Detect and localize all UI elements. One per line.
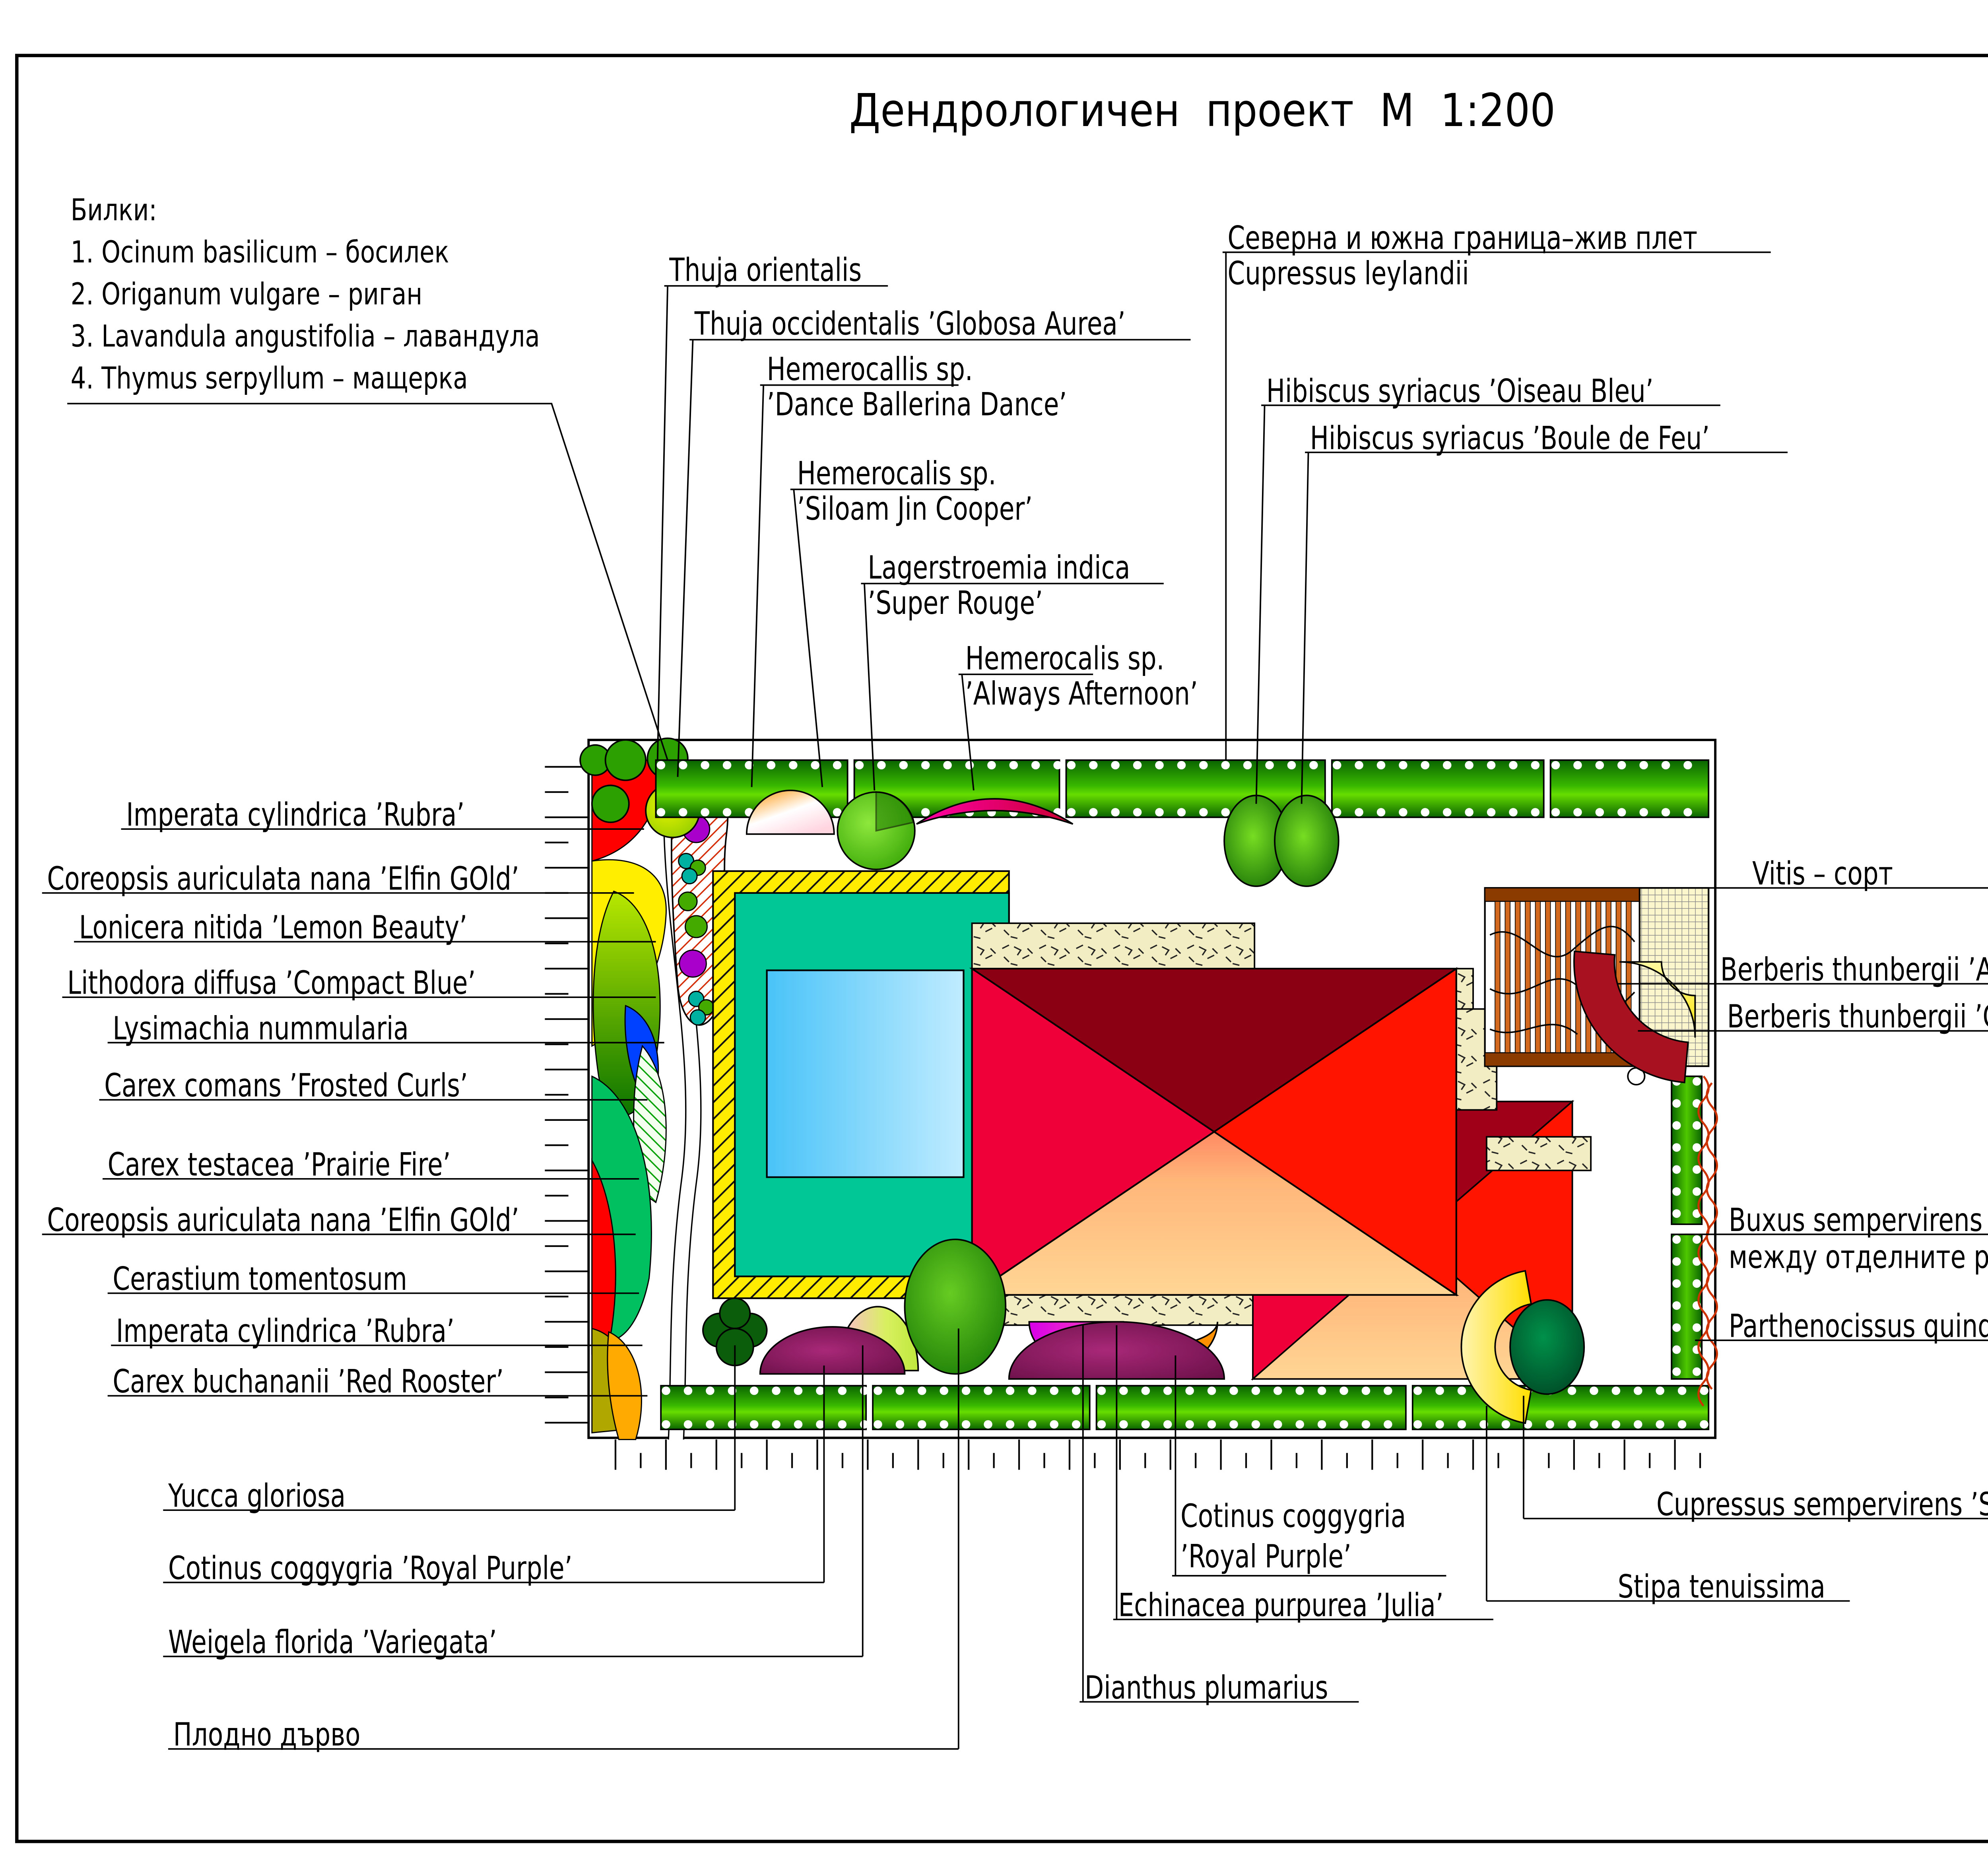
label-dianthus: Dianthus plumarius — [1085, 1670, 1328, 1707]
label-coreopsis-top: Coreopsis auriculata nana ’Elfin GOld’ — [47, 861, 519, 898]
label-border-hedge-1: Северна и южна граница–жив плет — [1227, 220, 1698, 258]
label-cupressus-stricta: Cupressus sempervirens ’Stricta’ — [1656, 1486, 1988, 1524]
herbs-item-4: 4. Thymus serpyllum – мащерка — [70, 361, 468, 397]
label-hemerocalis-siloam-1: Hemerocalis sp. — [797, 456, 996, 493]
label-cotinus-left: Cotinus coggygria ’Royal Purple’ — [168, 1550, 573, 1588]
plot-border — [587, 739, 1717, 1439]
leader-hibiscus-boule — [1301, 451, 1788, 804]
fruit-tree-shape — [904, 1239, 1007, 1375]
label-hemerocalis-siloam-2: ’Siloam Jin Cooper’ — [797, 491, 1033, 528]
leader-yucca — [163, 1345, 736, 1511]
house-roof — [969, 967, 1459, 1297]
herbs-item-2: 2. Origanum vulgare – риган — [70, 277, 423, 313]
herbs-item-3: 3. Lavandula angustifolia – лавандула — [70, 319, 540, 355]
sheet-border — [15, 54, 1988, 1843]
label-berberis-golden: Berberis thunbergii ’Golden Ring’ — [1727, 999, 1988, 1036]
leader-cupressus-stricta — [1523, 1396, 1988, 1520]
cupressus-stricta-shape — [1509, 1299, 1585, 1395]
top-ornamental-plants — [746, 789, 1340, 887]
label-fruit-tree: Плодно дърво — [173, 1717, 361, 1754]
label-stipa: Stipa tenuissima — [1617, 1569, 1825, 1606]
leader-stipa — [1485, 1406, 1850, 1602]
label-carex-buchananii: Carex buchananii ’Red Rooster’ — [113, 1364, 504, 1401]
swimming-pool — [766, 969, 965, 1178]
leader-cotinus-center — [1172, 1355, 1446, 1577]
hemerocallis-bed — [746, 789, 835, 835]
page-title: Дендрологичен проект М 1:200 — [849, 85, 1556, 138]
label-lysimachia: Lysimachia nummularia — [113, 1010, 409, 1048]
leader-hemerocallis-dance — [751, 384, 959, 787]
berberis-bands — [1573, 950, 1696, 1083]
leader-fruit-tree — [168, 1328, 959, 1750]
label-thuja-orientalis: Thuja orientalis — [669, 252, 862, 289]
label-carex-testacea: Carex testacea ’Prairie Fire’ — [107, 1147, 451, 1184]
label-thuja-occidentalis: Thuja occidentalis ’Globosa Aurea’ — [694, 306, 1126, 343]
hedge-bottom — [660, 1385, 1713, 1430]
leader-hemerocalis-always — [958, 674, 1093, 791]
leader-thuja-occidentalis — [677, 339, 1191, 777]
label-cerastium: Cerastium tomentosum — [113, 1261, 407, 1299]
label-buxus-1: Buxus sempervirens + допълване — [1728, 1202, 1988, 1240]
yucca-shape — [702, 1297, 768, 1367]
label-lonicera: Lonicera nitida ’Lemon Beauty’ — [79, 910, 468, 947]
herbs-heading: Билки: — [70, 193, 157, 229]
label-yucca: Yucca gloriosa — [168, 1478, 346, 1515]
label-carex-comans: Carex comans ’Frosted Curls’ — [104, 1068, 468, 1105]
stipa-cupressus — [1460, 1270, 1585, 1424]
label-imperata-top: Imperata cylindrica ’Rubra’ — [126, 797, 465, 834]
cotinus-left-shape — [759, 1326, 906, 1375]
label-hemerocallis-dance-2: ’Dance Ballerina Dance’ — [767, 386, 1067, 424]
label-hemerocalis-always-1: Hemerocalis sp. — [965, 641, 1165, 678]
label-hemerocallis-dance-1: Hemerocallis sp. — [767, 351, 973, 389]
leader-hibiscus-oiseau — [1255, 404, 1720, 804]
label-weigela: Weigela florida ’Variegata’ — [168, 1624, 497, 1662]
leader-echinacea — [1113, 1325, 1493, 1620]
label-hibiscus-oiseau: Hibiscus syriacus ’Oiseau Bleu’ — [1266, 373, 1654, 410]
label-cotinus-center-2: ’Royal Purple’ — [1180, 1538, 1351, 1576]
flower-bed-left — [591, 759, 667, 1440]
berberis-golden-ring-shape — [1573, 950, 1689, 1083]
label-lagerstroemia-1: Lagerstroemia indica — [868, 550, 1130, 587]
stipa-shape — [1460, 1270, 1532, 1424]
label-vitis: Vitis – сорт — [1752, 856, 1893, 893]
leader-herbs — [67, 403, 668, 761]
label-coreopsis-bottom: Coreopsis auriculata nana ’Elfin GOld’ — [47, 1202, 519, 1240]
hibiscus-boule-de-feu — [1274, 794, 1340, 887]
leader-border-hedge — [1222, 251, 1771, 760]
label-imperata-bottom: Imperata cylindrica ’Rubra’ — [116, 1313, 455, 1351]
leader-cotinus-left — [163, 1365, 825, 1583]
leader-lagerstroemia — [861, 582, 1164, 790]
label-berberis-aurea: Berberis thunbergii ’Aurea’ — [1720, 951, 1988, 989]
hemerocalis-crescent — [916, 798, 1074, 825]
leader-lines — [42, 251, 1988, 1750]
leader-thuja-orientalis — [656, 285, 888, 760]
leader-hemerocalis-siloam — [790, 488, 979, 787]
terrace — [712, 870, 1010, 1299]
herbs-item-1: 1. Ocinum basilicum – босилек — [70, 235, 449, 271]
label-lithodora: Lithodora diffusa ’Compact Blue’ — [67, 965, 476, 1002]
label-hemerocalis-always-2: ’Always Afternoon’ — [965, 676, 1198, 713]
label-buxus-2: между отделните растения — [1728, 1239, 1988, 1277]
label-echinacea: Echinacea purpurea ’Julia’ — [1118, 1587, 1444, 1625]
label-parthenocissus: Parthenocissus quinquefolia — [1728, 1308, 1988, 1345]
leader-weigela — [163, 1345, 864, 1657]
label-lagerstroemia-2: ’Super Rouge’ — [868, 585, 1043, 622]
label-border-hedge-2: Cupressus leylandii — [1227, 255, 1469, 293]
berberis-aurea-shape — [1619, 961, 1696, 1038]
label-hibiscus-boule: Hibiscus syriacus ’Boule de Feu’ — [1310, 420, 1710, 458]
label-cotinus-center-1: Cotinus coggygria — [1180, 1498, 1406, 1536]
leader-dianthus — [1079, 1325, 1359, 1703]
